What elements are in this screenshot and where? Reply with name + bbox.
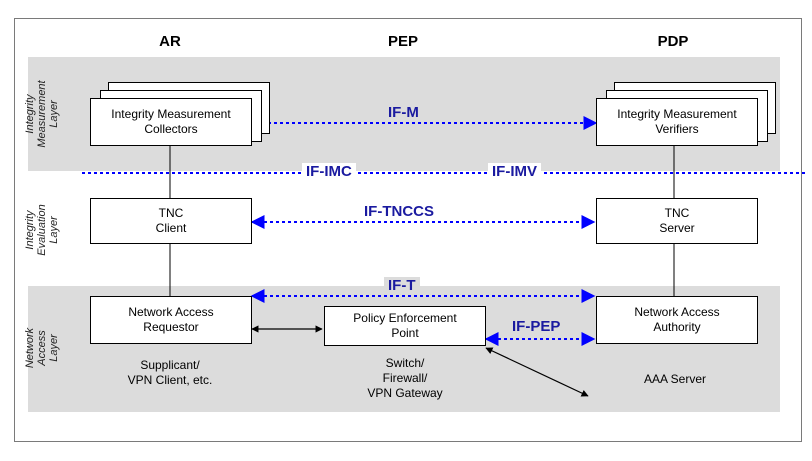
if-pep-label: IF-PEP <box>508 318 565 335</box>
column-header-ar: AR <box>159 33 181 50</box>
if-imv-label: IF-IMV <box>488 163 541 180</box>
imv-box: Integrity Measurement Verifiers <box>596 98 758 146</box>
if-tnccs-label: IF-TNCCS <box>360 203 438 220</box>
nar-caption: Supplicant/ VPN Client, etc. <box>127 358 213 387</box>
if-imc-label: IF-IMC <box>302 163 356 180</box>
pep-caption: Switch/ Firewall/ VPN Gateway <box>367 356 443 400</box>
imc-box: Integrity Measurement Collectors <box>90 98 252 146</box>
naa-caption: AAA Server <box>643 372 707 386</box>
pep-diagonal-arrow <box>485 347 589 397</box>
tnc-client-box: TNC Client <box>90 198 252 244</box>
network-access-authority-box: Network Access Authority <box>596 296 758 344</box>
tnc-server-box: TNC Server <box>596 198 758 244</box>
column-header-pdp: PDP <box>657 33 689 50</box>
if-t-label: IF-T <box>384 277 420 294</box>
if-m-label: IF-M <box>384 104 423 121</box>
network-access-requestor-box: Network Access Requestor <box>90 296 252 344</box>
column-header-pep: PEP <box>387 33 418 50</box>
policy-enforcement-point-box: Policy Enforcement Point <box>324 306 486 346</box>
